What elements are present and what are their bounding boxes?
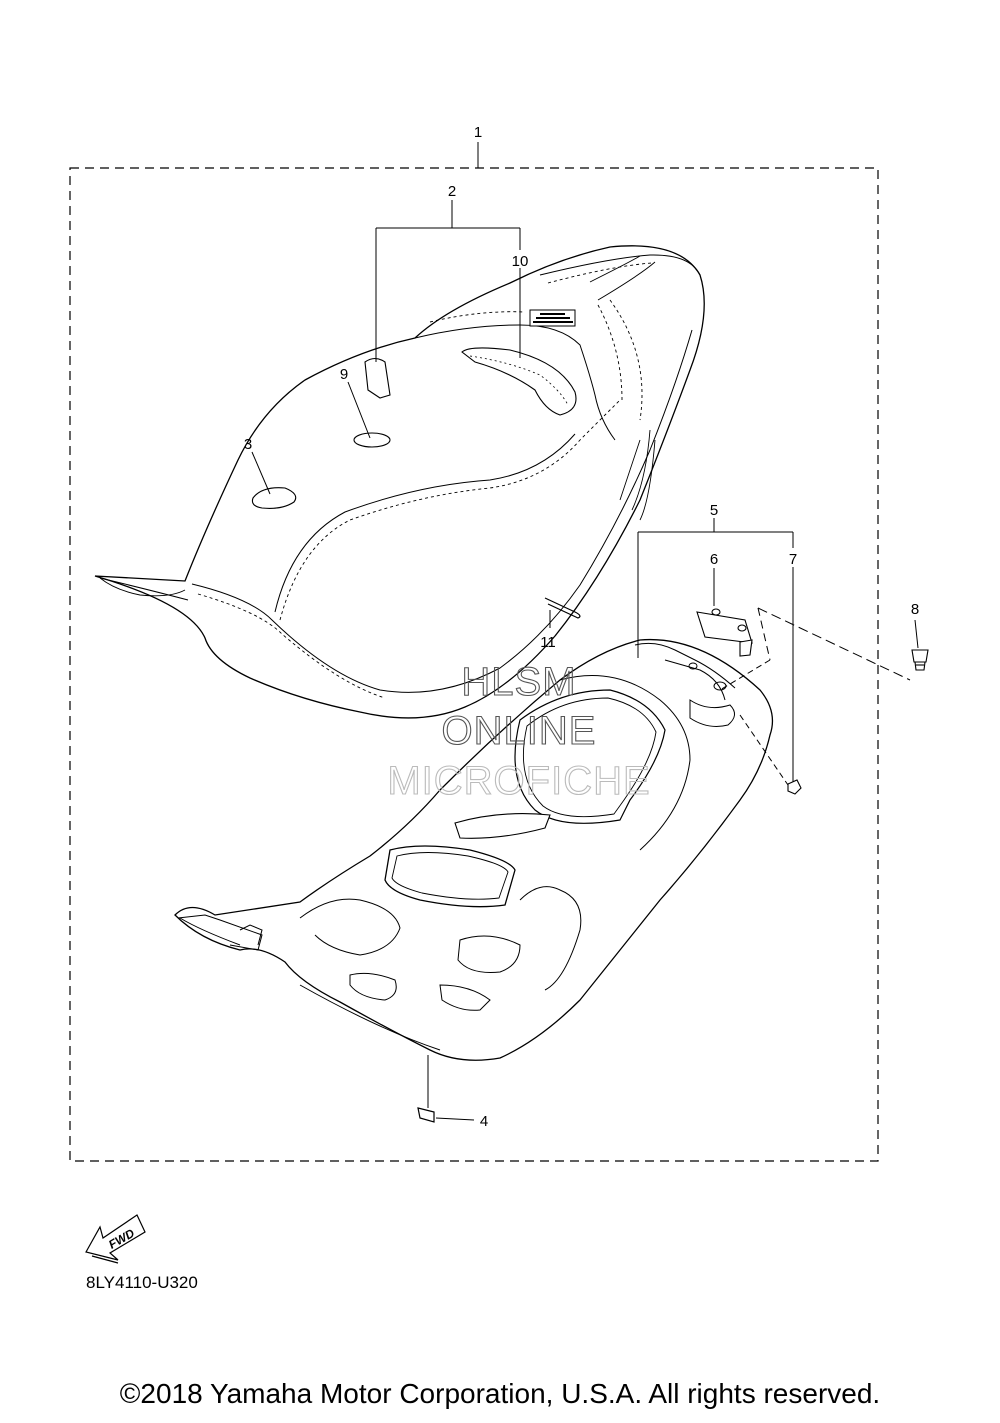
clip-4 xyxy=(417,1107,435,1123)
bracket-6 xyxy=(696,608,753,657)
callout-7: 7 xyxy=(789,551,797,568)
watermark: HLSM ONLINE MICROFICHE xyxy=(387,659,650,803)
callout-2: 2 xyxy=(448,183,456,200)
fwd-arrow-icon: FWD xyxy=(85,1214,146,1264)
callout-9: 9 xyxy=(340,366,348,383)
callout-1: 1 xyxy=(474,124,482,141)
callout-numbers: 1 2 10 9 3 5 6 7 8 11 4 xyxy=(244,124,919,1130)
nut-7 xyxy=(787,779,802,795)
callout-6: 6 xyxy=(710,551,718,568)
callout-3: 3 xyxy=(244,436,252,453)
seat-label-3 xyxy=(251,487,297,509)
callout-11: 11 xyxy=(540,634,556,651)
callout-10: 10 xyxy=(512,253,529,270)
watermark-line-2: ONLINE xyxy=(442,709,597,753)
part-code: 8LY4110-U320 xyxy=(86,1273,198,1292)
seat-assembly xyxy=(94,245,705,719)
copyright-notice: ©2018 Yamaha Motor Corporation, U.S.A. A… xyxy=(119,1378,881,1409)
seat-logo-patch xyxy=(529,309,576,327)
seat-base xyxy=(174,638,774,1061)
callout-4: 4 xyxy=(480,1113,488,1130)
watermark-line-1: HLSM xyxy=(461,660,576,704)
seat-hook-11 xyxy=(544,597,581,619)
seat-label-9 xyxy=(353,432,391,448)
assembly-boundary xyxy=(69,167,879,1162)
screw-8 xyxy=(911,649,929,671)
callout-5: 5 xyxy=(710,502,718,519)
latch-tab xyxy=(364,357,391,399)
callout-8: 8 xyxy=(911,601,919,618)
grab-strap xyxy=(461,347,577,416)
watermark-line-3: MICROFICHE xyxy=(387,759,650,803)
leader-lines xyxy=(251,142,919,1121)
